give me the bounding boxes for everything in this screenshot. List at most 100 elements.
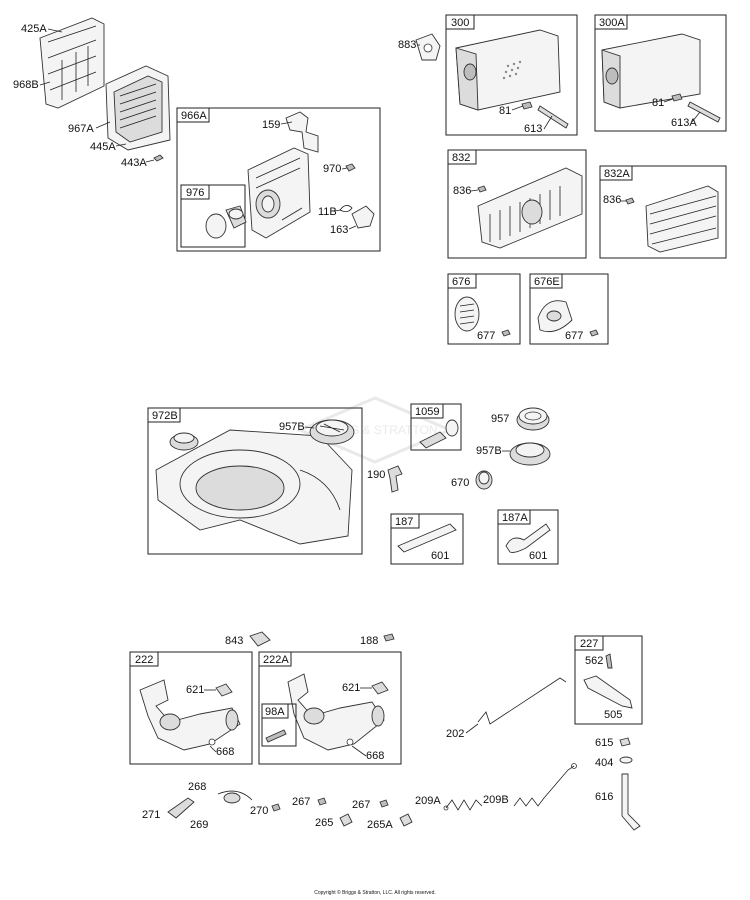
box-label-187: 187 — [395, 516, 413, 528]
part-label-562: 562 — [585, 655, 603, 667]
lever-616-part — [621, 773, 641, 831]
part-label-615: 615 — [595, 737, 613, 749]
starter-957b-a-part — [309, 419, 355, 445]
part-label-883: 883 — [398, 39, 416, 51]
box-label-832: 832 — [452, 152, 470, 164]
part-label-188: 188 — [360, 635, 378, 647]
part-label-957b-b: 957B — [476, 445, 502, 457]
nut-615-part — [619, 737, 631, 747]
part-label-270: 270 — [250, 805, 268, 817]
bushing-269-part — [223, 792, 241, 804]
air-cleaner-base-part — [39, 17, 105, 109]
part-label-613a: 613A — [671, 117, 697, 129]
part-label-163: 163 — [330, 224, 348, 236]
spring-209b-part — [513, 763, 577, 807]
part-label-267-b: 267 — [352, 799, 370, 811]
part-label-621-b: 621 — [342, 682, 360, 694]
part-label-843: 843 — [225, 635, 243, 647]
part-label-668-b: 668 — [366, 750, 384, 762]
part-label-81-a: 81 — [499, 105, 511, 117]
part-label-836-b: 836 — [603, 194, 621, 206]
part-label-11b: 11B — [318, 206, 337, 218]
part-label-621-a: 621 — [186, 684, 204, 696]
part-label-957b-a: 957B — [279, 421, 305, 433]
part-label-601-b: 601 — [529, 550, 547, 562]
screw-443a-part — [153, 154, 164, 162]
air-cleaner-group: 425A 968B 967A 445A 443A — [13, 17, 171, 169]
part-label-670: 670 — [451, 477, 469, 489]
part-label-159: 159 — [262, 119, 280, 131]
muffler-guard-832a-part — [645, 185, 719, 253]
box-label-222a: 222A — [263, 654, 289, 666]
nut-270-part — [271, 803, 281, 812]
screw-836b-part — [625, 197, 635, 205]
box-966a: 966A 976 159 970 11B 163 — [176, 107, 381, 252]
copyright-text: Copyright © Briggs & Stratton, LLC. All … — [314, 890, 436, 896]
part-label-601-a: 601 — [431, 550, 449, 562]
fuel-line-187a-part — [505, 523, 551, 553]
part-label-970: 970 — [323, 163, 341, 175]
box-label-966a: 966A — [181, 110, 207, 122]
box-label-98a: 98A — [265, 706, 285, 718]
stud-613-part — [537, 105, 569, 129]
part-label-190: 190 — [367, 469, 385, 481]
screw-562-part — [605, 653, 613, 669]
part-label-209a: 209A — [415, 795, 441, 807]
cable-268-part — [217, 790, 253, 801]
part-label-268: 268 — [188, 781, 206, 793]
fuel-line-187-part — [397, 523, 457, 553]
stud-613a-part — [687, 101, 721, 123]
clip-265a-part — [399, 813, 413, 827]
screw-677a-part — [501, 329, 511, 337]
box-label-227: 227 — [580, 638, 598, 650]
gasket-163-part — [351, 205, 375, 229]
muffler-guard-832-part — [477, 167, 583, 249]
screw-81a-part — [521, 101, 533, 110]
washer-404-part — [619, 756, 633, 764]
part-label-209b: 209B — [483, 794, 509, 806]
part-label-613: 613 — [524, 123, 542, 135]
screw-188-part — [383, 633, 395, 642]
screw-267a-part — [317, 797, 327, 806]
bushing-976-part — [205, 205, 247, 239]
clip-621b-part — [371, 681, 389, 695]
muffler-300-part — [455, 29, 561, 111]
deflector-676e-part — [537, 300, 573, 333]
part-label-81-b: 81 — [652, 97, 664, 109]
screw-970-part — [345, 163, 356, 172]
lever-271-part — [167, 797, 195, 819]
cap-843-part — [249, 631, 271, 647]
deflector-676-part — [454, 296, 480, 332]
part-label-443a: 443A — [121, 157, 147, 169]
part-label-677-a: 677 — [477, 330, 495, 342]
part-label-668-a: 668 — [216, 746, 234, 758]
link-202-part — [477, 677, 567, 725]
part-label-445a: 445A — [90, 141, 116, 153]
part-label-957: 957 — [491, 413, 509, 425]
part-label-404: 404 — [595, 757, 613, 769]
box-label-976: 976 — [186, 187, 204, 199]
part-label-269: 269 — [190, 819, 208, 831]
part-label-616: 616 — [595, 791, 613, 803]
bracket-159-part — [285, 111, 319, 153]
jet-98a-part — [265, 729, 287, 743]
spacer-670-part — [475, 470, 493, 490]
blower-housing-972b-part — [155, 429, 353, 545]
part-label-836-a: 836 — [453, 185, 471, 197]
screw-190-part — [387, 465, 403, 493]
part-label-265a: 265A — [367, 819, 393, 831]
starter-957b-b-part — [509, 442, 551, 466]
part-label-267-a: 267 — [292, 796, 310, 808]
screw-81b-part — [671, 93, 683, 102]
box-label-1059: 1059 — [415, 406, 439, 418]
part-label-677-b: 677 — [565, 330, 583, 342]
carburetor-group: 843 188 222 621 668 222A 621 — [129, 631, 643, 831]
blower-housing-group: 972B 957B 1059 957 — [147, 403, 559, 565]
screw-836a-part — [477, 185, 487, 193]
part-label-271: 271 — [142, 809, 160, 821]
part-label-425a: 425A — [21, 23, 47, 35]
clip-265-part — [339, 813, 353, 827]
box-label-222: 222 — [135, 654, 153, 666]
clip-621a-part — [215, 683, 233, 697]
screw-677b-part — [589, 329, 599, 337]
